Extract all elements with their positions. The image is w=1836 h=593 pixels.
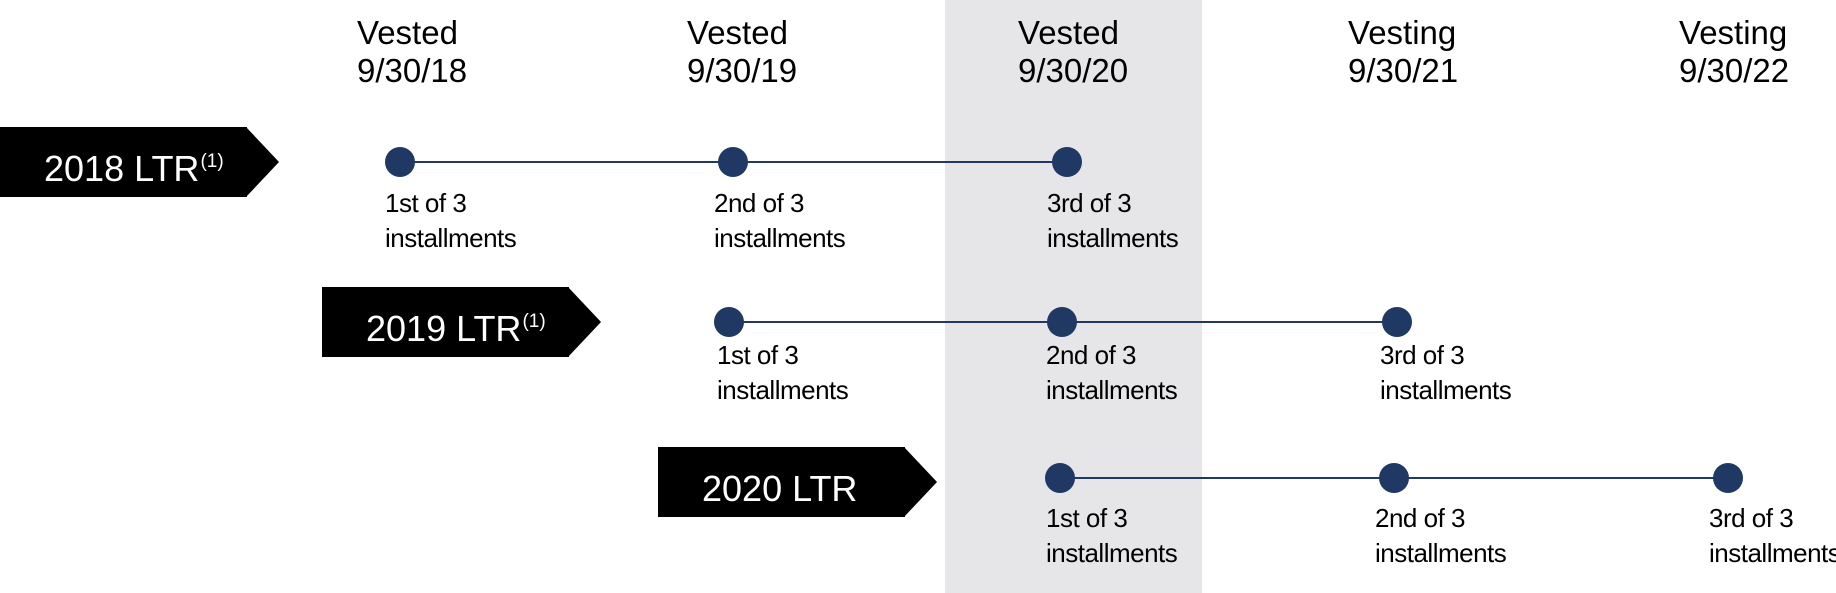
installment-word: installments <box>385 223 517 253</box>
installment-dot <box>1379 463 1409 493</box>
column-status: Vested <box>1018 14 1119 51</box>
installment-label: 1st of 3 installments <box>385 186 517 256</box>
ltr-tag-label: 2019 LTR <box>366 308 522 349</box>
installment-word: installments <box>1375 538 1507 568</box>
ltr-tag-label: 2020 LTR <box>702 468 858 509</box>
column-date: 9/30/19 <box>687 52 798 89</box>
column-header-1: Vested 9/30/18 <box>357 14 467 90</box>
installment-dot <box>1047 307 1077 337</box>
installment-count: 3rd of 3 <box>1380 340 1465 370</box>
installment-count: 2nd of 3 <box>714 188 804 218</box>
installment-label: 1st of 3 installments <box>717 338 849 408</box>
ltr-tag-body: 2019 LTR(1) <box>322 287 569 357</box>
installment-word: installments <box>714 223 846 253</box>
ltr-tag-body: 2018 LTR(1) <box>0 127 247 197</box>
column-status: Vested <box>687 14 788 51</box>
installment-dot <box>718 147 748 177</box>
column-status: Vested <box>357 14 458 51</box>
installment-label: 3rd of 3 installments <box>1709 501 1836 571</box>
installment-dot <box>1045 463 1075 493</box>
installment-dot <box>385 147 415 177</box>
column-status: Vesting <box>1348 14 1457 51</box>
footnote-marker: (1) <box>200 151 224 172</box>
column-header-4: Vesting 9/30/21 <box>1348 14 1458 90</box>
installment-count: 3rd of 3 <box>1709 503 1794 533</box>
installment-word: installments <box>1380 375 1512 405</box>
installment-word: installments <box>1047 223 1179 253</box>
installment-count: 1st of 3 <box>1046 503 1128 533</box>
installment-label: 2nd of 3 installments <box>714 186 846 256</box>
installment-label: 2nd of 3 installments <box>1375 501 1507 571</box>
column-date: 9/30/22 <box>1679 52 1790 89</box>
tag-arrow-icon <box>246 127 279 197</box>
installment-label: 1st of 3 installments <box>1046 501 1178 571</box>
column-header-2: Vested 9/30/19 <box>687 14 797 90</box>
installment-word: installments <box>717 375 849 405</box>
installment-dot <box>714 307 744 337</box>
footnote-marker: (1) <box>522 311 546 332</box>
column-date: 9/30/21 <box>1348 52 1459 89</box>
installment-word: installments <box>1709 538 1836 568</box>
installment-dot <box>1713 463 1743 493</box>
installment-count: 2nd of 3 <box>1375 503 1465 533</box>
installment-count: 3rd of 3 <box>1047 188 1132 218</box>
column-header-5: Vesting 9/30/22 <box>1679 14 1789 90</box>
installment-word: installments <box>1046 375 1178 405</box>
ltr-tag-body: 2020 LTR <box>658 447 905 517</box>
installment-count: 1st of 3 <box>717 340 799 370</box>
installment-count: 2nd of 3 <box>1046 340 1136 370</box>
installment-dot <box>1382 307 1412 337</box>
installment-label: 3rd of 3 installments <box>1380 338 1512 408</box>
installment-label: 3rd of 3 installments <box>1047 186 1179 256</box>
installment-label: 2nd of 3 installments <box>1046 338 1178 408</box>
tag-arrow-icon <box>568 287 601 357</box>
current-period-highlight <box>945 0 1202 593</box>
column-header-3: Vested 9/30/20 <box>1018 14 1128 90</box>
installment-count: 1st of 3 <box>385 188 467 218</box>
installment-word: installments <box>1046 538 1178 568</box>
column-date: 9/30/18 <box>357 52 468 89</box>
ltr-tag-label: 2018 LTR <box>44 148 200 189</box>
column-date: 9/30/20 <box>1018 52 1129 89</box>
tag-arrow-icon <box>904 447 937 517</box>
installment-dot <box>1052 147 1082 177</box>
column-status: Vesting <box>1679 14 1788 51</box>
